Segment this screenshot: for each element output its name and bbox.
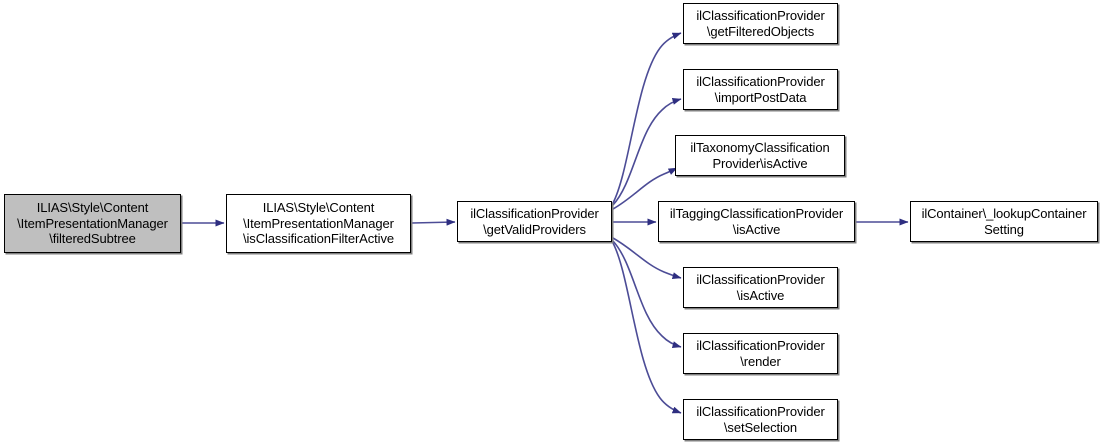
edge-get-valid-providers-to-render	[612, 240, 682, 349]
node-render[interactable]: ilClassificationProvider \render	[683, 333, 838, 374]
edge-get-valid-providers-to-import-post-data	[612, 97, 682, 206]
node-filtered-subtree[interactable]: ILIAS\Style\Content \ItemPresentationMan…	[4, 194, 181, 253]
node-get-valid-providers[interactable]: ilClassificationProvider \getValidProvid…	[457, 201, 612, 242]
edge-get-valid-providers-to-get-filtered-objects	[612, 32, 682, 204]
node-taxonomy-is-active[interactable]: ilTaxonomyClassification Provider\isActi…	[675, 135, 845, 176]
node-is-active[interactable]: ilClassificationProvider \isActive	[683, 267, 838, 308]
node-import-post-data[interactable]: ilClassificationProvider \importPostData	[683, 69, 838, 110]
edge-is-classification-filter-active-to-get-valid-providers	[411, 218, 456, 226]
edge-get-valid-providers-to-is-active	[612, 237, 682, 280]
node-is-classification-filter-active[interactable]: ILIAS\Style\Content \ItemPresentationMan…	[226, 194, 411, 253]
node-lookup-container-setting[interactable]: ilContainer\_lookupContainer Setting	[910, 201, 1098, 242]
node-get-filtered-objects[interactable]: ilClassificationProvider \getFilteredObj…	[683, 3, 838, 44]
node-set-selection[interactable]: ilClassificationProvider \setSelection	[683, 399, 838, 440]
node-tagging-is-active[interactable]: ilTaggingClassificationProvider \isActiv…	[658, 201, 855, 242]
edge-get-valid-providers-to-set-selection	[612, 242, 682, 414]
